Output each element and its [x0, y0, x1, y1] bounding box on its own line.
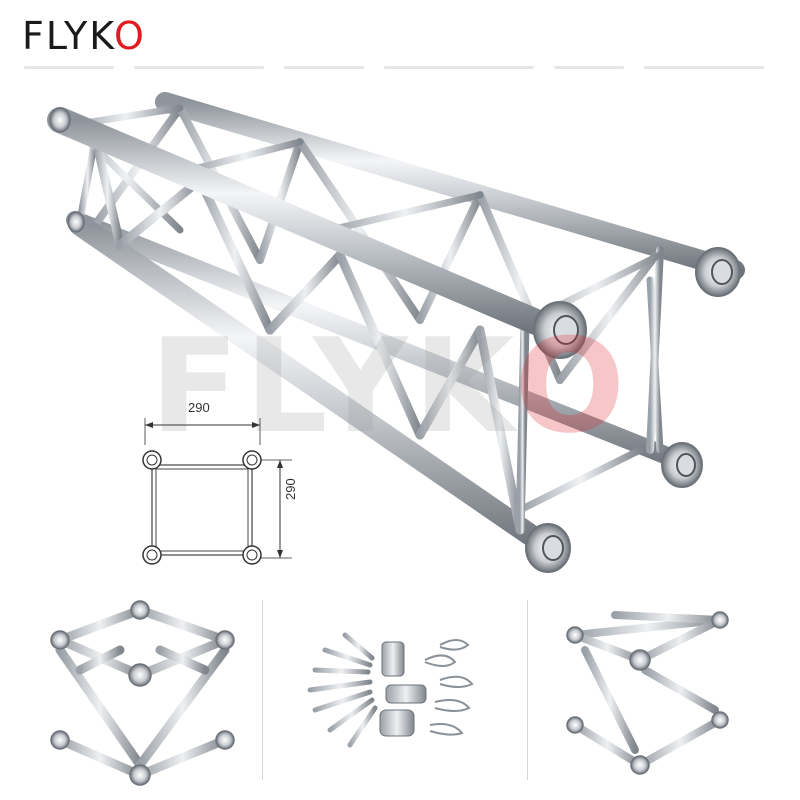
truss-corner-block-image [50, 600, 235, 786]
logo-main-text: FLYK [22, 14, 115, 58]
brand-logo: FLYKO [22, 14, 146, 58]
logo-accent-letter: O [114, 14, 146, 58]
cross-section-dimension-drawing: 290 290 [120, 400, 320, 580]
connector-spigots-and-pins-image [307, 632, 474, 748]
brand-watermark: FLYKO [150, 310, 631, 462]
panel-divider-right [527, 600, 528, 780]
cross-section-diagram [142, 418, 292, 565]
panel-divider-left [262, 600, 263, 780]
faint-tagline-strip [24, 64, 774, 72]
square-truss-product-image [47, 92, 745, 573]
truss-end-connectors [49, 107, 741, 573]
truss-3way-corner-image [566, 611, 729, 775]
width-dimension-label: 290 [188, 400, 210, 415]
height-dimension-label: 290 [283, 478, 298, 500]
